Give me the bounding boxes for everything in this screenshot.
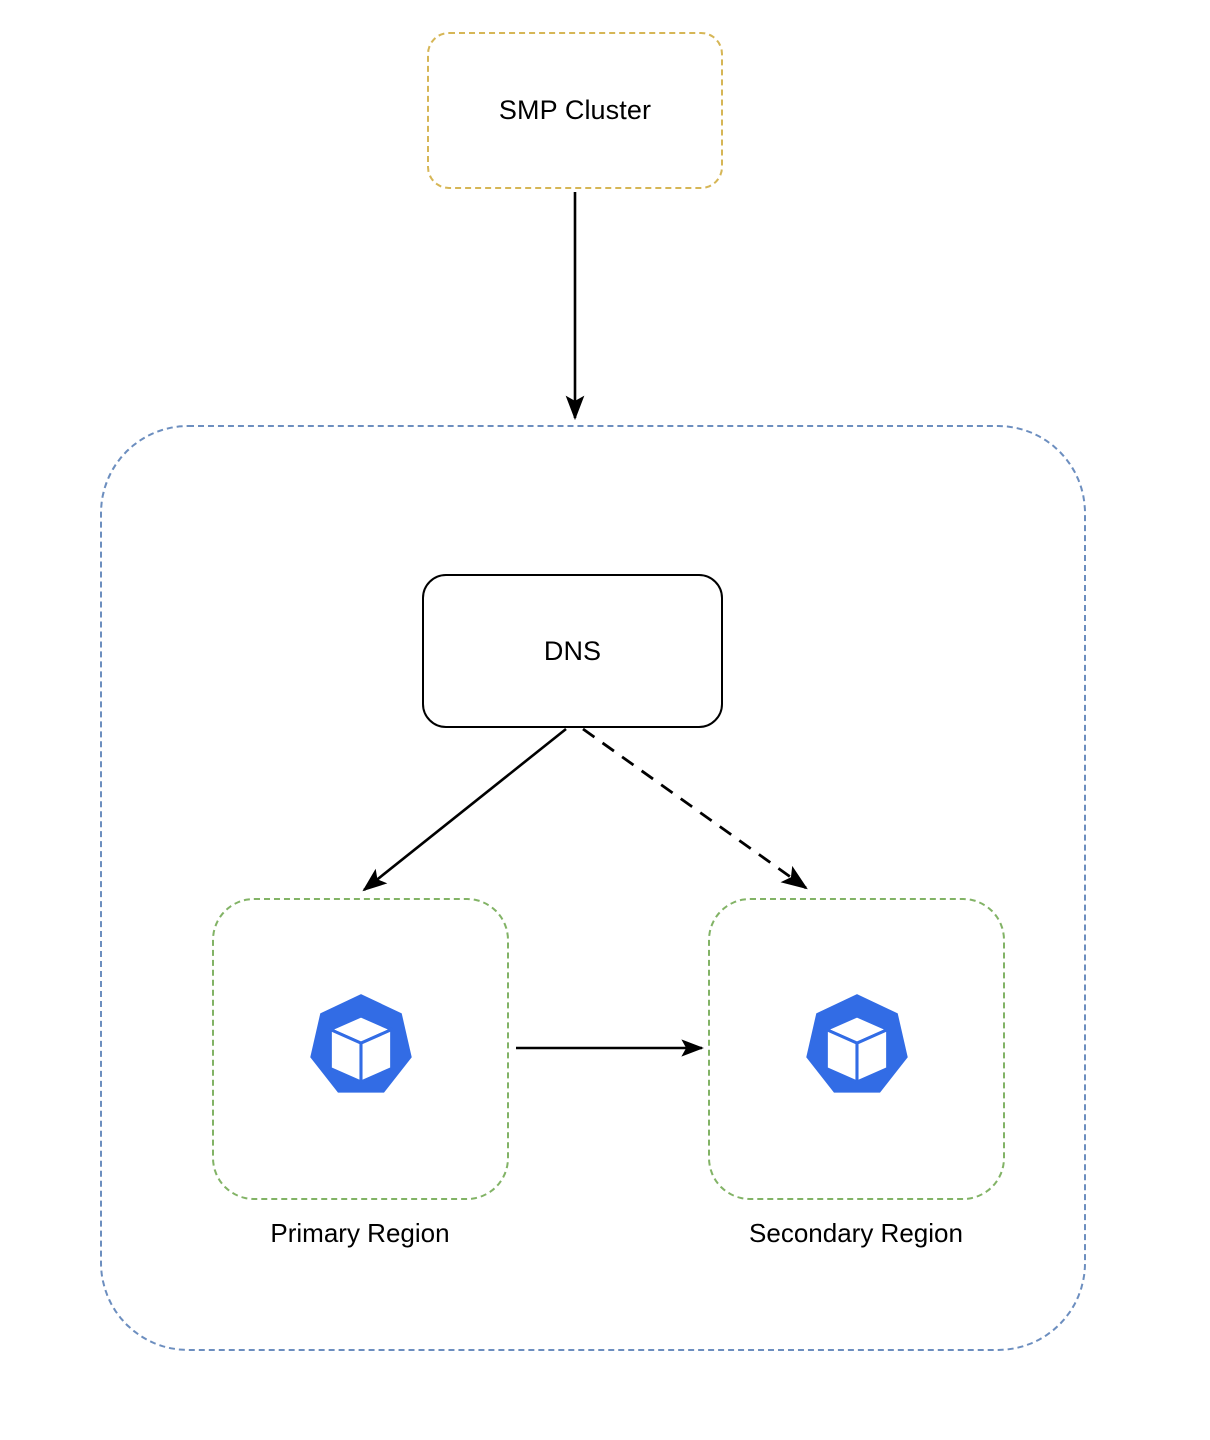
dns-node[interactable]: DNS	[422, 574, 723, 728]
secondary-region-label: Secondary Region	[749, 1218, 963, 1248]
secondary-region-box[interactable]	[708, 898, 1005, 1200]
kubernetes-icon	[309, 994, 412, 1093]
primary-region-label: Primary Region	[270, 1218, 450, 1248]
dns-label: DNS	[543, 635, 602, 666]
smp-cluster-label: SMP Cluster	[498, 95, 652, 126]
platform-boundary-container[interactable]	[100, 425, 1086, 1351]
smp-cluster-node[interactable]: SMP Cluster	[427, 32, 723, 189]
kubernetes-icon	[805, 994, 908, 1093]
primary-region-box[interactable]	[212, 898, 509, 1200]
